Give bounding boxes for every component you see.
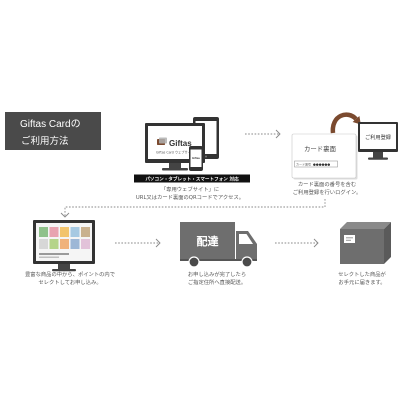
parcel-box-icon: [340, 222, 391, 264]
monitor-logo: Giftas: [169, 139, 192, 148]
step-deliver: 配達 お申し込みが完了したら ご指定住所へ直接配送。: [180, 222, 257, 286]
registration-monitor-icon: ご利用登録: [358, 122, 398, 160]
step-access: Giftas Giftas Card ウェブサイト Giftas パソコン・タブ…: [134, 117, 250, 201]
dotted-arrow-right-icon: [245, 129, 281, 139]
title-box: Giftas Cardの ご利用方法: [5, 112, 101, 150]
title-line-2: ご利用方法: [21, 135, 69, 147]
dotted-arrow-right-icon: [275, 238, 319, 248]
dotted-arrow-right-icon: [115, 238, 161, 248]
step-access-description-1: 「専用ウェブサイト」に: [161, 185, 219, 193]
step-select: 豊富な商品の中から、ポイントの内で セレクトしてお申し込み。: [25, 220, 115, 286]
gift-card-logo-icon: [157, 137, 167, 145]
devices-banner: パソコン・タブレット・スマートフォン 対応: [134, 174, 250, 183]
product-grid-monitor-icon: [33, 220, 95, 272]
title-line-1: Giftas Cardの: [20, 119, 81, 130]
step-access-description-2: URL又はカード裏面のQRコードでアクセス。: [136, 193, 244, 201]
step-register: カード裏面 カード番号 ●●●●●● ご利用登録 カード裏面の番号を含む ご利用…: [291, 112, 398, 196]
card-title: カード裏面: [304, 144, 337, 153]
smartphone-icon: Giftas: [189, 146, 203, 171]
dotted-connector-arrow-icon: [60, 199, 326, 218]
card-back-icon: カード裏面 カード番号 ●●●●●●: [291, 133, 358, 180]
monitor-caption: Giftas Card ウェブサイト: [156, 150, 194, 155]
curved-arrow-icon: [330, 112, 361, 134]
truck-label: 配達: [197, 234, 219, 248]
step-deliver-description-1: お申し込みが完了したら: [188, 270, 246, 278]
step-receive-description-1: セレクトした商品が: [338, 270, 386, 278]
step-register-description-1: カード裏面の番号を含む: [298, 180, 356, 188]
delivery-truck-icon: 配達: [180, 222, 257, 268]
step-register-description-2: ご利用登録を行いログイン。: [293, 188, 362, 196]
card-number-mask: ●●●●●●: [313, 163, 330, 167]
step-receive-description-2: お手元に届きます。: [338, 278, 385, 286]
step-receive: セレクトした商品が お手元に届きます。: [338, 222, 391, 286]
step-select-description-2: セレクトしてお申し込み。: [38, 278, 101, 286]
step-select-description-1: 豊富な商品の中から、ポイントの内で: [25, 270, 115, 278]
devices-banner-label: パソコン・タブレット・スマートフォン 対応: [145, 175, 239, 182]
card-number-label: カード番号: [296, 161, 311, 166]
step-deliver-description-2: ご指定住所へ直接配送。: [188, 278, 246, 286]
registration-label: ご利用登録: [365, 133, 392, 141]
phone-logo: Giftas: [192, 156, 200, 160]
